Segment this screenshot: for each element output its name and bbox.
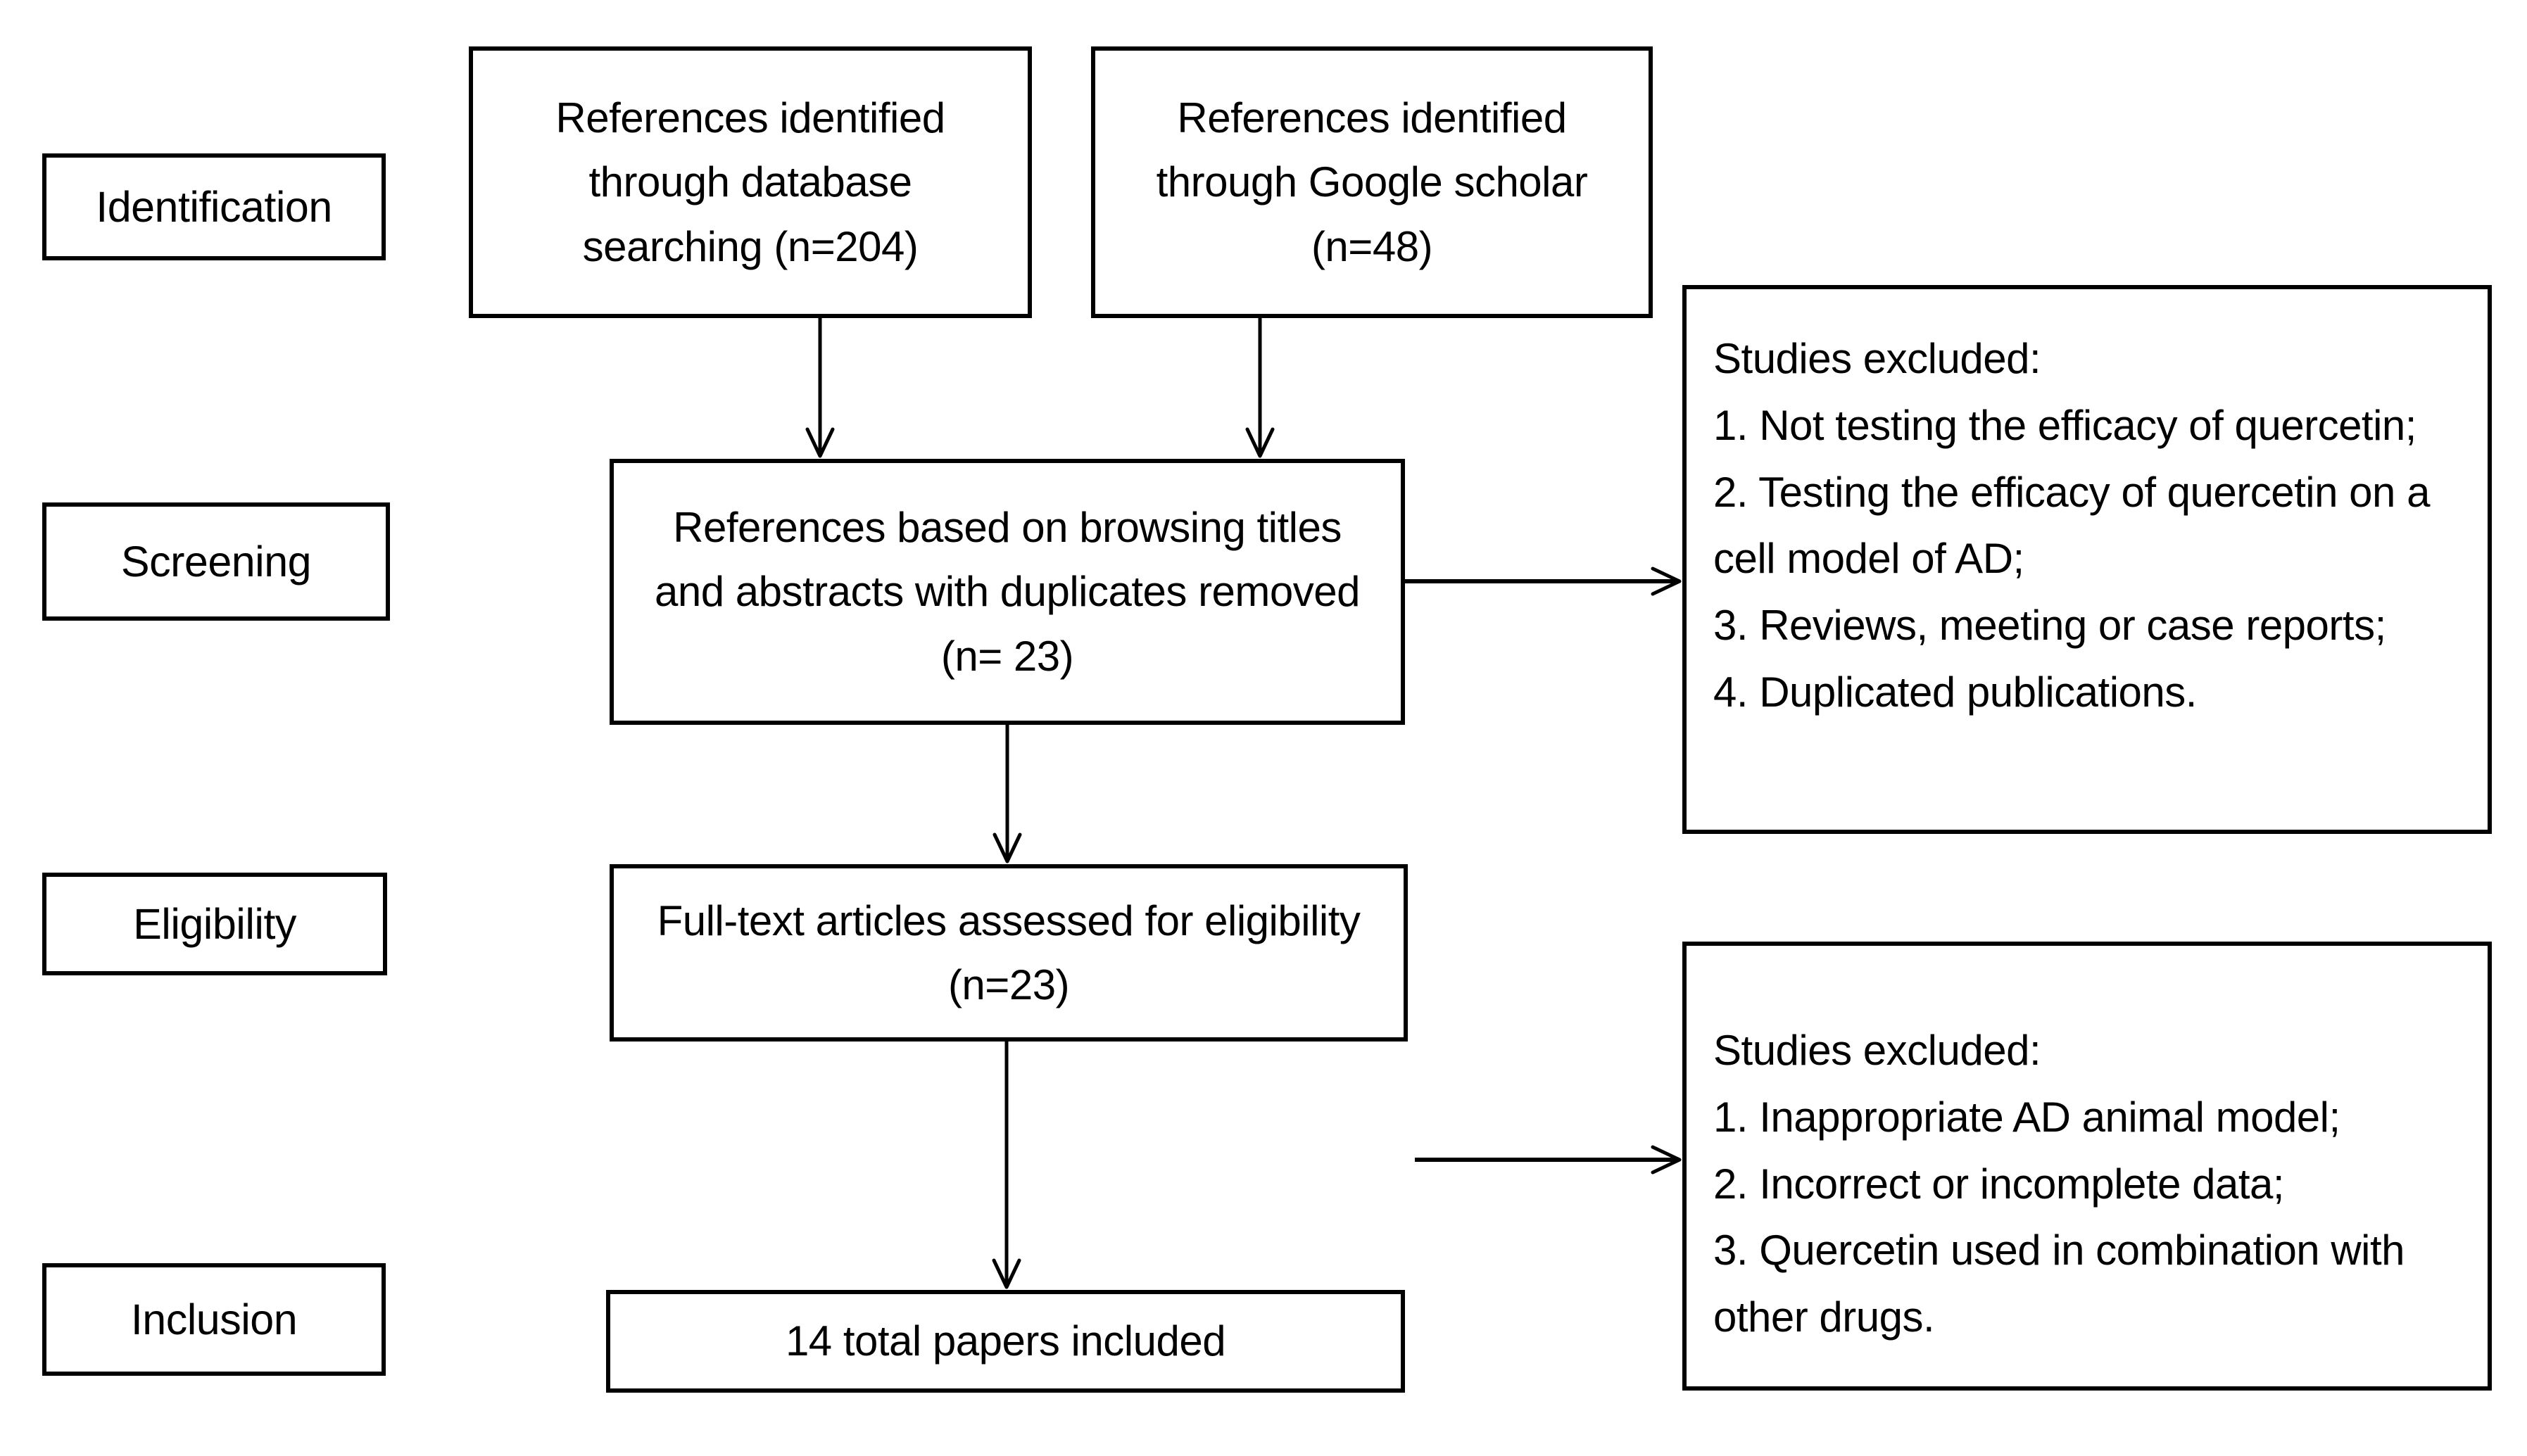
box-text: 14 total papers included	[785, 1317, 1226, 1365]
stage-label-inclusion: Inclusion	[42, 1263, 386, 1376]
stage-label-text: Inclusion	[130, 1295, 298, 1343]
exclusion-item: 3. Reviews, meeting or case reports;	[1713, 602, 2386, 650]
box-excluded-eligibility: Studies excluded: 1. Inappropriate AD an…	[1682, 942, 2492, 1391]
box-text: References identified through Google sch…	[1156, 94, 1588, 270]
exclusion-item: 3. Quercetin used in combination with ot…	[1713, 1227, 2405, 1341]
box-screened-references: References based on browsing titles and …	[610, 459, 1405, 725]
stage-label-text: Identification	[96, 182, 332, 231]
exclusion-title: Studies excluded:	[1713, 335, 2041, 382]
box-text: References based on browsing titles and …	[654, 504, 1361, 680]
box-excluded-screening: Studies excluded: 1. Not testing the eff…	[1682, 285, 2492, 834]
stage-label-eligibility: Eligibility	[42, 873, 387, 975]
exclusion-title: Studies excluded:	[1713, 1027, 2041, 1074]
box-identified-database: References identified through database s…	[469, 46, 1032, 318]
stage-label-text: Screening	[120, 537, 312, 585]
box-identified-google-scholar: References identified through Google sch…	[1091, 46, 1653, 318]
box-text: References identified through database s…	[555, 94, 945, 270]
stage-label-screening: Screening	[42, 502, 390, 621]
exclusion-list: Studies excluded: 1. Not testing the eff…	[1713, 326, 2455, 726]
exclusion-item: 2. Testing the efficacy of quercetin on …	[1713, 468, 2430, 583]
exclusion-item: 1. Not testing the efficacy of quercetin…	[1713, 401, 2416, 449]
exclusion-item: 2. Incorrect or incomplete data;	[1713, 1160, 2285, 1208]
stage-label-text: Eligibility	[133, 899, 296, 948]
exclusion-item: 1. Inappropriate AD animal model;	[1713, 1093, 2340, 1141]
box-included-papers: 14 total papers included	[606, 1290, 1405, 1393]
exclusion-list: Studies excluded: 1. Inappropriate AD an…	[1713, 1018, 2455, 1351]
exclusion-item: 4. Duplicated publications.	[1713, 668, 2197, 716]
box-fulltext-assessed: Full-text articles assessed for eligibil…	[610, 864, 1408, 1042]
stage-label-identification: Identification	[42, 153, 386, 260]
box-text: Full-text articles assessed for eligibil…	[657, 897, 1361, 1008]
